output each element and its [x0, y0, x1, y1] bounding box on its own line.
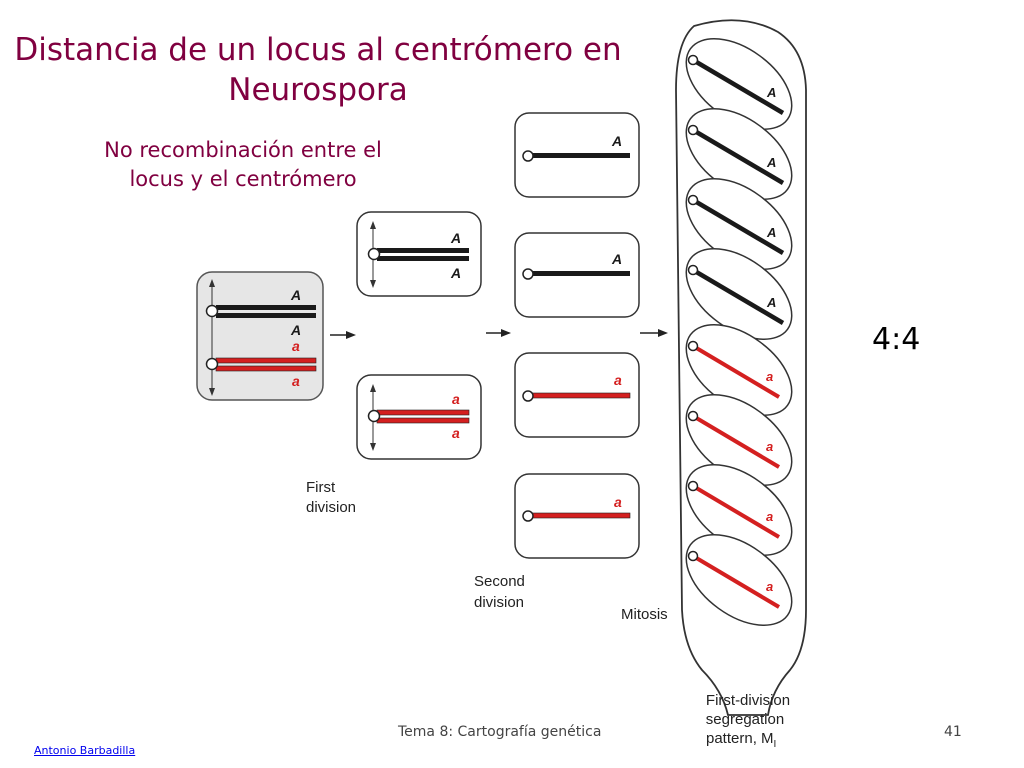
second-division-cell: a: [514, 473, 640, 559]
parent-chromosome-recessive: [205, 357, 317, 372]
parent-cell: A A a a: [196, 271, 324, 401]
mitosis-label: Mitosis: [621, 606, 668, 623]
pattern-label-3: pattern, MI: [706, 730, 776, 750]
ascospore: A: [685, 108, 793, 200]
subtitle-line-2: locus y el centrómero: [129, 167, 357, 191]
parent-chromosome-dominant: [205, 304, 316, 318]
allele-label: a: [766, 579, 773, 594]
allele-label: a: [292, 373, 300, 389]
slide-title: Distancia de un locus al centrómero en N…: [0, 30, 636, 110]
allele-label: A: [450, 265, 461, 281]
allele-label: a: [614, 372, 622, 388]
pattern-label-1: First-division: [706, 692, 790, 709]
author-link[interactable]: Antonio Barbadilla: [34, 744, 136, 757]
first-division-cell-dominant: A A: [356, 211, 482, 297]
pattern-label-2: segregation: [706, 711, 784, 728]
title-line-1: Distancia de un locus al centrómero en: [14, 32, 622, 68]
title-line-2: Neurospora: [228, 72, 408, 108]
ascospore: A: [685, 38, 793, 130]
ascospore: A: [685, 178, 793, 270]
first-division-label-2: division: [306, 499, 356, 516]
allele-label: a: [614, 494, 622, 510]
second-division-label-2: division: [474, 594, 524, 611]
allele-label: a: [766, 439, 773, 454]
second-division-cell: a: [514, 352, 640, 438]
allele-label: A: [290, 322, 301, 338]
allele-label: A: [290, 287, 301, 303]
page-number: 41: [944, 724, 962, 740]
slide-subtitle: No recombinación entre el locus y el cen…: [60, 136, 426, 194]
subtitle-line-1: No recombinación entre el: [104, 138, 382, 162]
allele-label: a: [452, 391, 460, 407]
ascospore: a: [685, 534, 793, 626]
allele-label: A: [766, 295, 776, 310]
allele-label: a: [766, 509, 773, 524]
first-division-label-1: First: [306, 479, 336, 496]
ascospore: A: [685, 248, 793, 340]
second-division-cell: A: [514, 232, 640, 318]
allele-label: a: [452, 425, 460, 441]
allele-label: A: [611, 133, 622, 149]
allele-label: A: [766, 85, 776, 100]
allele-label: a: [292, 338, 300, 354]
allele-label: A: [766, 225, 776, 240]
allele-label: a: [766, 369, 773, 384]
segregation-ratio: 4:4: [872, 322, 921, 357]
first-division-cell-recessive: a a: [356, 374, 482, 460]
arrow-icon: [640, 329, 668, 337]
footer-text: Tema 8: Cartografía genética: [398, 724, 602, 740]
second-division-label-1: Second: [474, 573, 525, 590]
allele-label: A: [766, 155, 776, 170]
arrow-icon: [486, 329, 511, 337]
ascus-outline: [675, 19, 807, 716]
second-division-cell: A: [514, 112, 640, 198]
arrow-icon: [330, 331, 356, 339]
allele-label: A: [611, 251, 622, 267]
allele-label: A: [450, 230, 461, 246]
